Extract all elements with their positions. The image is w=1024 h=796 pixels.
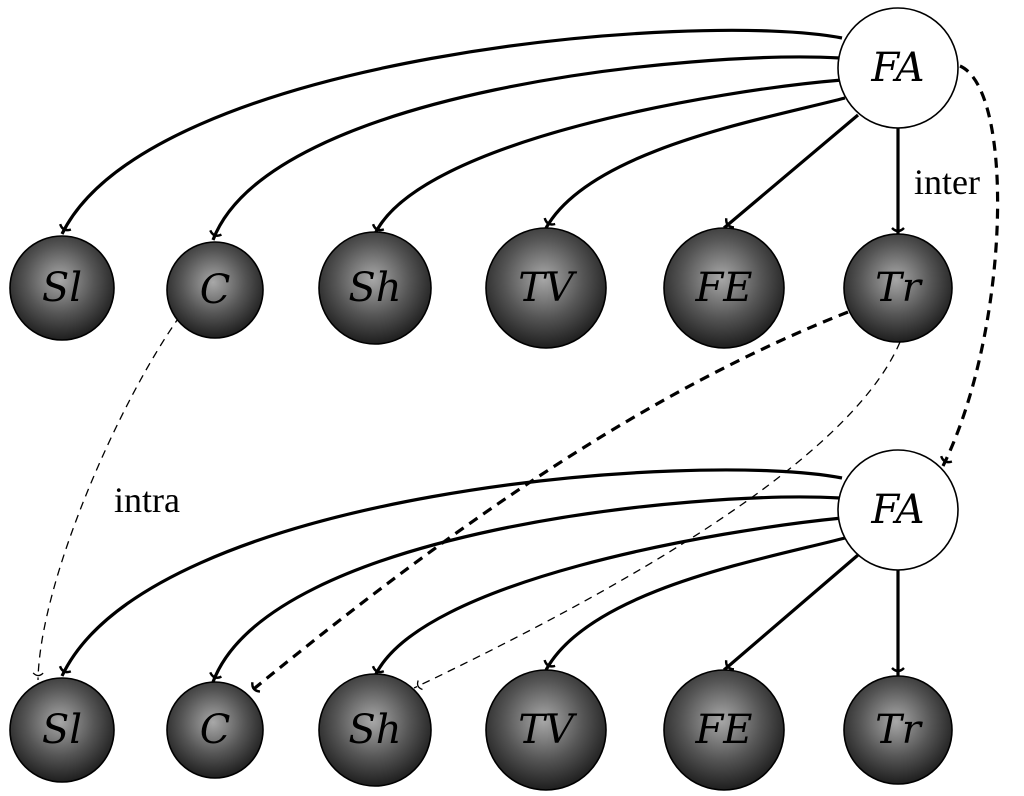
edge-inter-fa-to-fa (940, 64, 1000, 467)
top-hub-label: FA (870, 45, 924, 91)
top-node-fe: FE (663, 227, 785, 349)
edge-intra-tr-to-sh (413, 341, 901, 691)
top-node-tv-label: TV (518, 265, 578, 311)
bottom-node-tr: Tr (843, 675, 953, 785)
edge-bottom-fa-to-fe (722, 553, 860, 672)
top-node-c: C (166, 241, 264, 339)
bottom-node-fe: FE (663, 669, 785, 791)
top-node-tv: TV (485, 227, 607, 349)
intra-label: intra (114, 480, 180, 520)
edge-inter-tr-to-c (248, 310, 849, 694)
edge-top-fa-to-sl (59, 28, 843, 235)
top-hub-node: FA (837, 7, 959, 129)
top-node-c-label: C (200, 267, 231, 313)
bottom-hub-label: FA (870, 487, 924, 533)
bottom-node-sl-label: Sl (42, 707, 82, 753)
top-node-fe-label: FE (695, 265, 753, 311)
bottom-node-c-label: C (200, 707, 231, 753)
top-node-tr-label: Tr (875, 265, 924, 311)
bottom-hub-node: FA (837, 449, 959, 571)
top-node-sh-label: Sh (348, 265, 401, 311)
edge-intra-c-to-sl (32, 315, 181, 681)
bottom-node-tr-label: Tr (875, 707, 924, 753)
edge-bottom-fa-to-sl (58, 468, 843, 677)
bottom-node-sh-label: Sh (348, 707, 401, 753)
top-node-tr: Tr (843, 233, 953, 343)
bottom-node-c: C (166, 681, 264, 779)
top-node-sl: Sl (9, 235, 115, 341)
bottom-node-fe-label: FE (695, 707, 753, 753)
edge-bottom-fa-to-sh (371, 516, 843, 677)
bottom-node-tv-label: TV (518, 707, 578, 753)
edge-bottom-fa-to-tv (543, 536, 846, 671)
top-node-sl-label: Sl (42, 265, 82, 311)
bottom-node-sl: Sl (9, 677, 115, 783)
bottom-node-tv: TV (485, 669, 607, 791)
edge-bottom-fa-to-c (209, 495, 841, 683)
bottom-node-sh: Sh (318, 673, 432, 787)
edges-layer (32, 28, 1000, 694)
edge-top-fa-to-c (209, 55, 841, 241)
edge-top-fa-to-tv (543, 96, 846, 229)
edge-top-fa-to-fe (722, 113, 860, 230)
inter-label: inter (914, 162, 980, 202)
edge-top-fa-to-sh (371, 78, 843, 235)
top-node-sh: Sh (318, 231, 432, 345)
